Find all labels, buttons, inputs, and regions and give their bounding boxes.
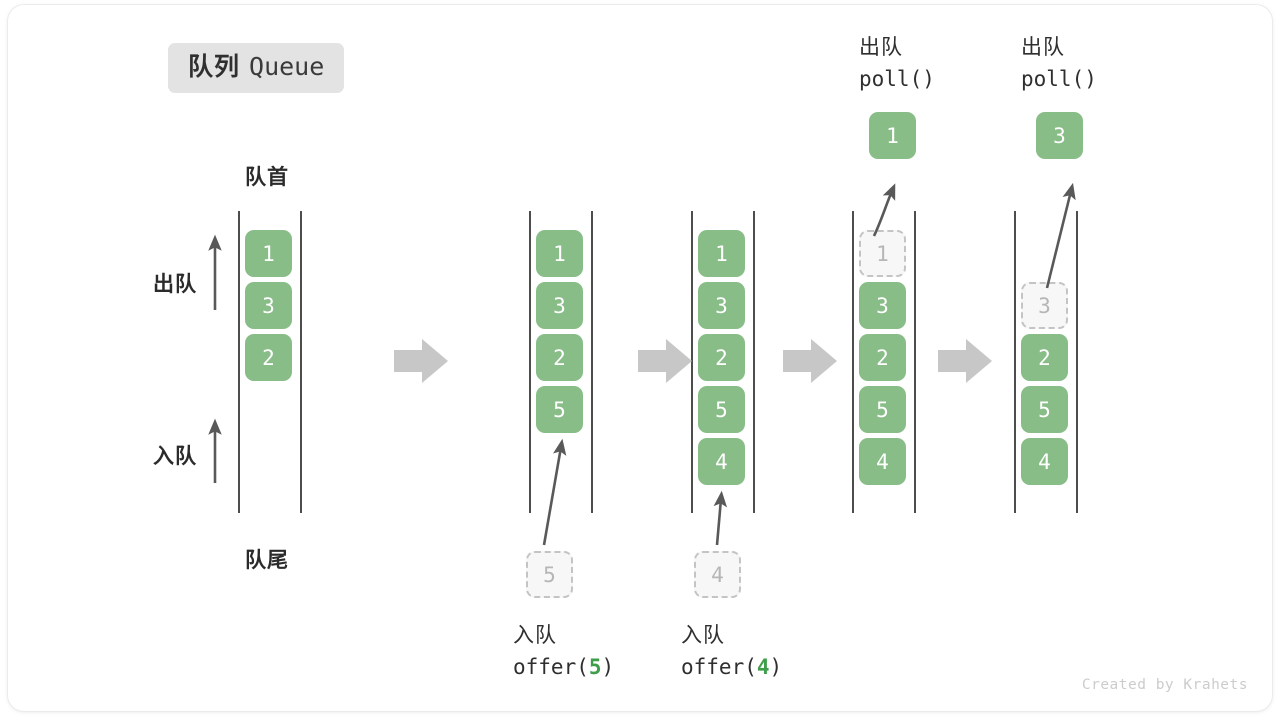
queue-cell: 2	[536, 334, 583, 381]
operation-name: 入队	[681, 624, 725, 647]
code-suffix: )	[601, 654, 615, 679]
queue-cell: 5	[1021, 386, 1068, 433]
polled-output-box: 1	[869, 112, 916, 159]
label-dequeue-direction: 出队	[153, 273, 197, 296]
flow-arrow	[394, 339, 448, 383]
flow-arrow	[938, 339, 992, 383]
credit-text: Created by Krahets	[1081, 677, 1248, 693]
operation-code: poll()	[859, 66, 935, 91]
enqueue-arrow-4	[713, 490, 728, 546]
rail-right	[591, 211, 593, 513]
operation-name: 入队	[513, 624, 557, 647]
queue-cell: 2	[245, 334, 292, 381]
code-prefix: offer(	[513, 654, 589, 679]
rail-left	[238, 211, 240, 513]
queue-cell: 3	[245, 282, 292, 329]
operation-name: 出队	[1021, 36, 1065, 59]
flow-arrow	[638, 339, 692, 383]
diagram-canvas: 队列 Queue 队首 队尾 出队 入队 1 3 2 1 3 2 5 5 入队 o…	[8, 5, 1272, 711]
enqueue-arrow-5	[542, 438, 567, 546]
operation-code: poll()	[1021, 66, 1097, 91]
rail-left	[691, 211, 693, 513]
queue-cell: 1	[698, 230, 745, 277]
queue-cell: 5	[859, 386, 906, 433]
label-enqueue-direction: 入队	[153, 445, 197, 468]
rail-left	[852, 211, 854, 513]
rail-right	[300, 211, 302, 513]
operation-label-poll-1: 出队 poll()	[859, 32, 935, 96]
operation-label-offer-4: 入队 offer(4)	[681, 620, 782, 684]
dequeue-arrow-3	[1045, 182, 1076, 289]
pending-input-box: 4	[694, 551, 741, 598]
operation-name: 出队	[859, 36, 903, 59]
queue-cell-removed: 3	[1021, 282, 1068, 329]
code-suffix: )	[769, 654, 783, 679]
queue-cell: 2	[859, 334, 906, 381]
code-prefix: offer(	[681, 654, 757, 679]
queue-cell: 1	[245, 230, 292, 277]
operation-code: offer(4)	[681, 652, 782, 684]
flow-arrow	[783, 339, 837, 383]
queue-cell: 5	[698, 386, 745, 433]
rail-right	[1076, 211, 1078, 513]
queue-cell: 3	[859, 282, 906, 329]
polled-output-box: 3	[1036, 112, 1083, 159]
queue-cell-new: 4	[698, 438, 745, 485]
pending-input-box: 5	[526, 551, 573, 598]
queue-cell: 2	[1021, 334, 1068, 381]
operation-code: offer(5)	[513, 652, 614, 684]
rail-left	[1014, 211, 1016, 513]
title-english: Queue	[249, 52, 325, 81]
code-argument: 5	[588, 654, 602, 679]
rail-left	[529, 211, 531, 513]
code-argument: 4	[756, 654, 770, 679]
queue-cell: 4	[859, 438, 906, 485]
operation-label-poll-3: 出队 poll()	[1021, 32, 1097, 96]
queue-cell: 3	[698, 282, 745, 329]
queue-cell: 4	[1021, 438, 1068, 485]
rail-right	[914, 211, 916, 513]
diagram-title-badge: 队列 Queue	[168, 43, 345, 93]
arrows-overlay	[208, 182, 1076, 546]
queue-cell-removed: 1	[859, 230, 906, 277]
label-queue-head: 队首	[245, 166, 289, 189]
queue-cell: 2	[698, 334, 745, 381]
label-queue-tail: 队尾	[245, 549, 289, 572]
operation-label-offer-5: 入队 offer(5)	[513, 620, 614, 684]
title-chinese: 队列	[188, 53, 241, 81]
queue-cell: 1	[536, 230, 583, 277]
queue-cell-new: 5	[536, 386, 583, 433]
queue-cell: 3	[536, 282, 583, 329]
rail-right	[753, 211, 755, 513]
